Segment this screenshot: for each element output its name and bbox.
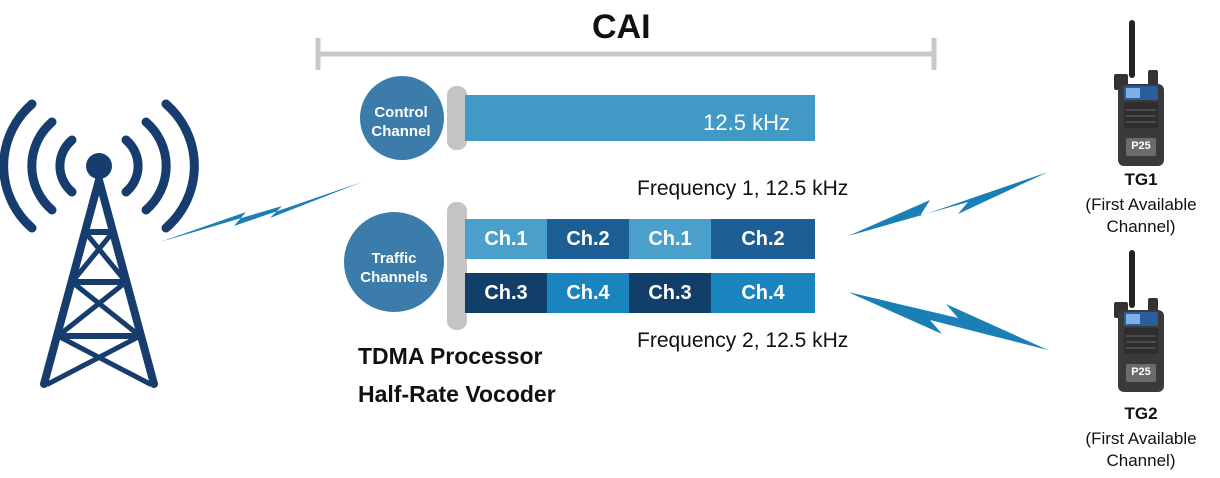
control-channel-connector — [447, 86, 467, 150]
control-channel-circle — [360, 76, 444, 160]
tg1-desc-line2: Channel) — [1106, 217, 1176, 236]
control-channel-label: Control Channel — [368, 103, 434, 141]
tg2-desc-line2: Channel) — [1106, 451, 1176, 470]
tg2-name: TG2 — [1124, 404, 1158, 423]
frequency1-label: Frequency 1, 12.5 kHz — [637, 177, 849, 200]
traffic-channels-label-line2: Channels — [360, 269, 428, 286]
signal-bolt-tower — [160, 182, 362, 242]
radio-tg1-icon — [1114, 20, 1164, 166]
control-channel-bandwidth: 12.5 kHz — [703, 110, 790, 135]
freq2-slot-3: Ch.3 — [629, 273, 711, 313]
radio-tower-icon — [0, 99, 199, 388]
freq2-slot-1: Ch.3 — [465, 273, 547, 313]
cai-title: CAI — [592, 8, 651, 46]
freq1-slot-4: Ch.2 — [711, 219, 815, 259]
traffic-channels-circle — [344, 212, 444, 312]
freq2-slot-4: Ch.4 — [711, 273, 815, 313]
processor-line1: TDMA Processor — [358, 343, 543, 369]
frequency2-label: Frequency 2, 12.5 kHz — [637, 329, 849, 352]
freq1-slot-3: Ch.1 — [629, 219, 711, 259]
freq2-slot-2: Ch.4 — [547, 273, 629, 313]
tg1-desc-line1: (First Available — [1085, 195, 1197, 214]
freq1-slot-1: Ch.1 — [465, 219, 547, 259]
processor-line2: Half-Rate Vocoder — [358, 381, 556, 407]
tg1-name: TG1 — [1124, 170, 1158, 189]
control-channel-label-line2: Channel — [371, 123, 431, 140]
traffic-channels-label: Traffic Channels — [344, 249, 444, 287]
signal-bolt-tg2 — [848, 292, 1048, 350]
control-channel-bar — [465, 95, 815, 141]
traffic-channels-connector — [447, 202, 467, 330]
tg2-p25-badge: P25 — [1131, 366, 1151, 378]
tg2-desc-line1: (First Available — [1085, 429, 1197, 448]
cai-bracket — [315, 38, 937, 70]
radio-tg2-icon — [1114, 250, 1164, 392]
signal-bolt-tg1 — [848, 172, 1048, 236]
control-channel-label-line1: Control — [374, 104, 428, 121]
tg1-p25-badge: P25 — [1131, 140, 1151, 152]
freq1-slot-2: Ch.2 — [547, 219, 629, 259]
traffic-channels-label-line1: Traffic — [371, 250, 417, 267]
